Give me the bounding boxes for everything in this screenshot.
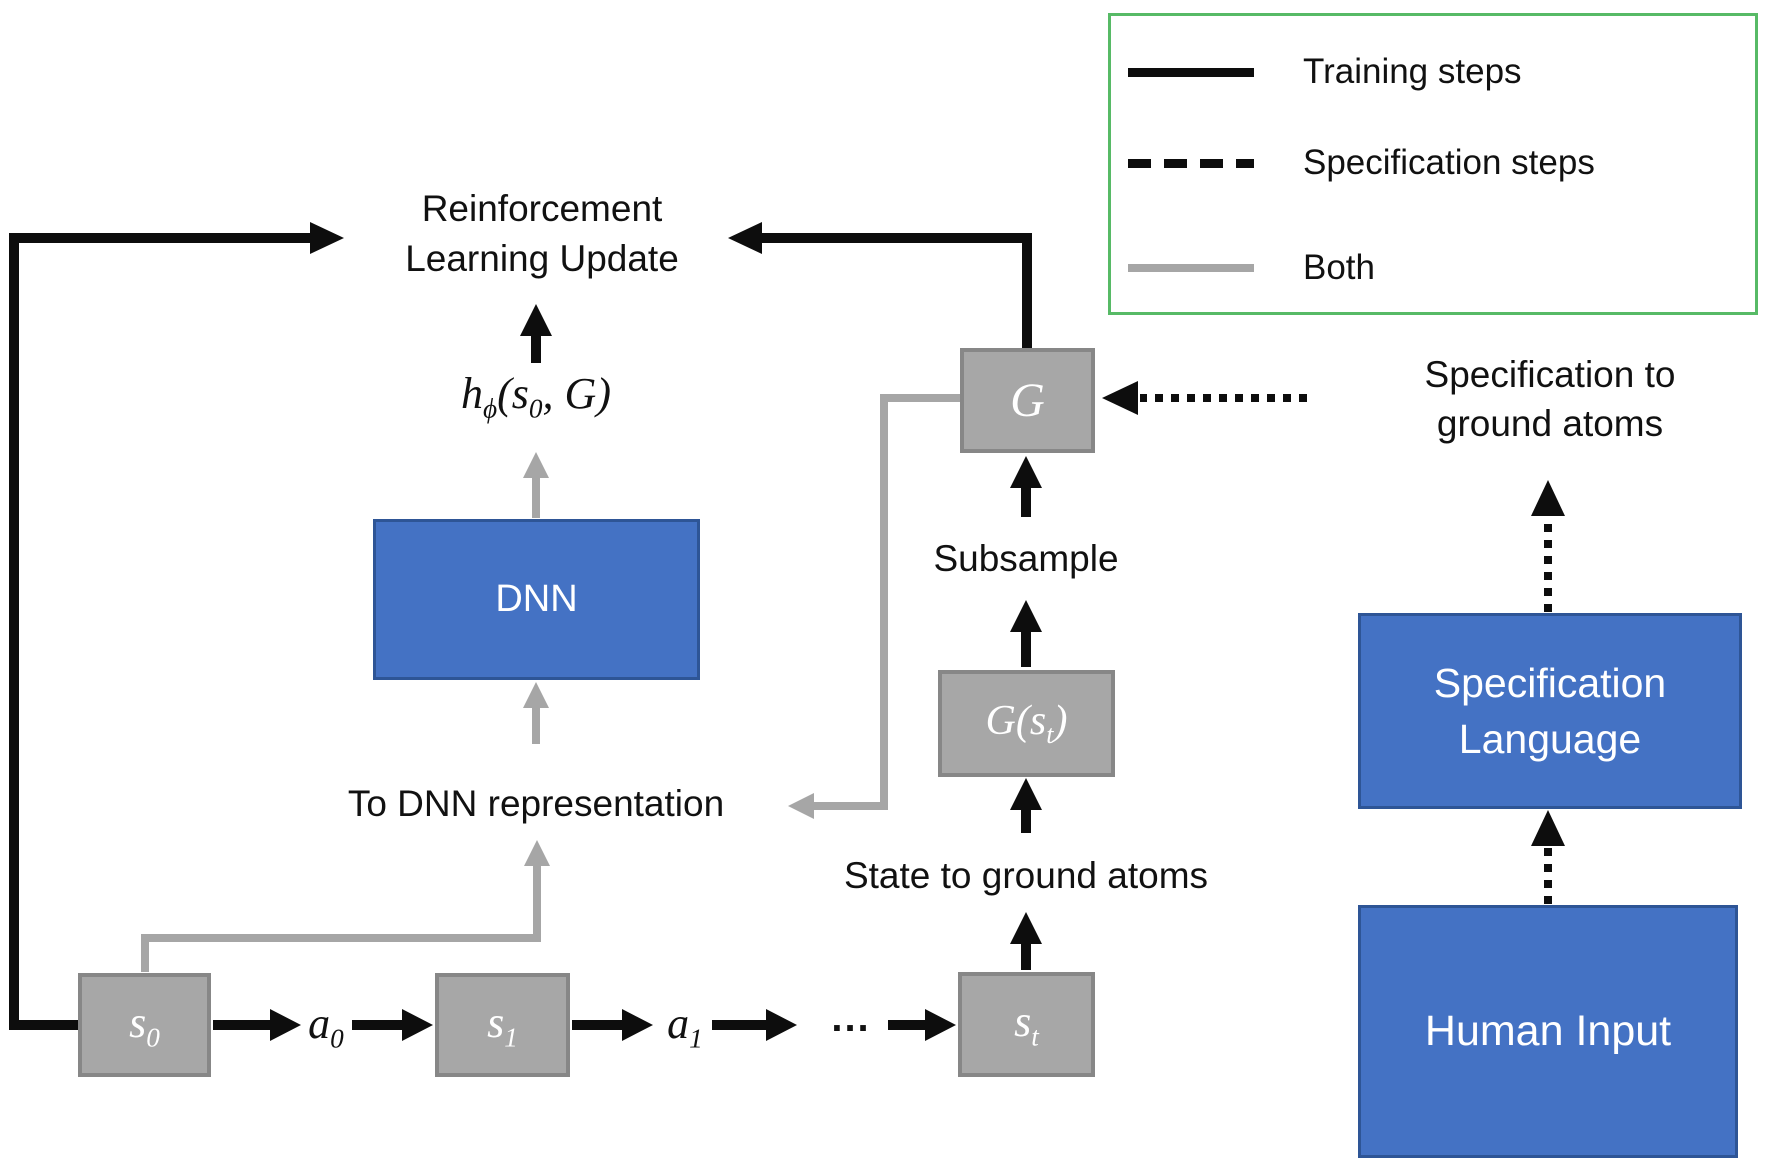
specification-arrow-language-to-grounding [1531,480,1565,612]
legend-label-training: Training steps [1303,52,1522,91]
rl-update-line2: Learning Update [405,238,679,279]
training-arrow-subsample-to-g [1010,456,1042,517]
training-arrow-s1-to-a1 [572,1009,653,1041]
solid-line-icon [1128,67,1254,77]
legend-label-both: Both [1303,248,1375,287]
g-box: G [960,348,1095,453]
both-arrow-representation-to-dnn [523,682,549,744]
both-arrow-g-to-dnn-representation [788,394,960,819]
s1-box: s1 [435,973,570,1077]
a1-label: a1 [667,999,703,1054]
dnn-box: DNN [373,519,700,680]
h-expression: hϕ(s0, G) [461,369,611,424]
subsample-label: Subsample [933,538,1119,579]
human-input-box: Human Input [1358,905,1738,1158]
gst-box: G(st) [938,670,1115,777]
a0-label: a0 [308,999,344,1054]
rl-update-label: Reinforcement Learning Update [342,184,742,284]
rl-update-line1: Reinforcement [421,188,663,229]
legend-row-specification: Specification steps [1111,135,1755,191]
gray-line-icon [1128,264,1254,272]
legend-row-both: Both [1111,240,1755,296]
legend-row-training: Training steps [1111,44,1755,100]
training-arrow-s0-to-a0 [213,1009,301,1041]
specification-arrow-human-to-language [1531,810,1565,904]
training-arrow-s0-to-rl-update [9,222,344,1030]
ellipsis-label: ... [831,996,871,1040]
both-arrow-dnn-to-h [523,452,549,518]
specification-arrow-grounding-to-g [1102,381,1307,415]
training-arrow-g-to-rl-update [728,222,1032,348]
to-dnn-representation-label: To DNN representation [347,783,725,824]
dashed-line-icon [1128,158,1254,168]
training-arrow-a1-to-ellipsis [712,1009,797,1041]
training-arrow-ellipsis-to-st [888,1009,956,1041]
legend-label-specification: Specification steps [1303,143,1595,182]
state-to-ground-atoms-label: State to ground atoms [843,855,1209,896]
training-arrow-h-to-rl-update [520,304,552,363]
training-arrow-gst-to-subsample [1010,600,1042,667]
training-arrow-st-to-grounding [1010,912,1042,970]
st-box: st [958,972,1095,1077]
specification-language-box: Specification Language [1358,613,1742,809]
legend: Training steps Specification steps Both [1108,13,1758,315]
specification-to-ground-atoms-label: Specification to ground atoms [1424,354,1676,444]
both-arrow-s0-to-dnn-representation [141,840,550,972]
training-arrow-grounding-to-gst [1010,778,1042,833]
training-arrow-a0-to-s1 [352,1009,433,1041]
s0-box: s0 [78,973,211,1077]
